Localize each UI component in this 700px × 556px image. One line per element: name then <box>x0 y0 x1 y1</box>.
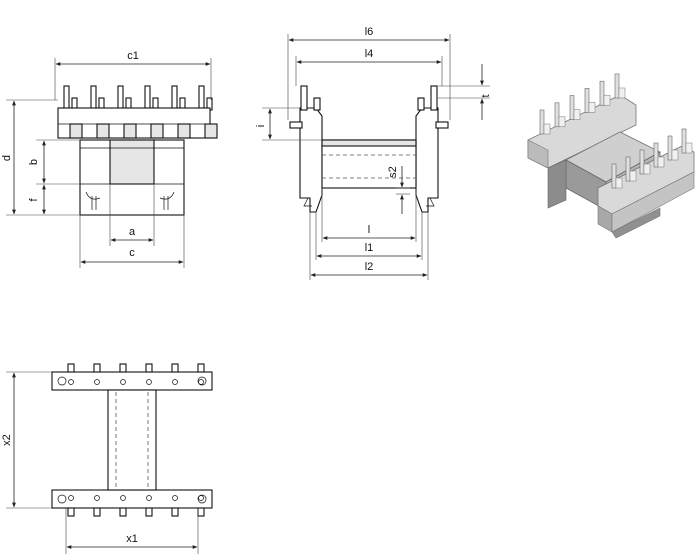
iso-pin-block <box>671 149 679 161</box>
dim-x1: x1 <box>126 533 138 545</box>
side-view: l6 l4 t i s2 l l1 <box>255 26 492 280</box>
front-tooth <box>69 123 83 139</box>
front-tooth <box>177 123 191 139</box>
iso-pin-block <box>643 163 651 175</box>
front-pin <box>63 85 70 111</box>
side-bobbin-tube <box>321 139 417 189</box>
dim-b: b <box>28 159 40 165</box>
iso-pin-block <box>543 123 551 135</box>
front-tooth <box>204 123 218 139</box>
plan-pin-hole-bottom <box>198 495 204 501</box>
plan-pin-hole-top <box>146 379 152 385</box>
iso-pin <box>653 142 659 168</box>
plan-pin-hole-bottom <box>172 495 178 501</box>
dim-d: d <box>1 155 13 161</box>
iso-pin <box>584 88 590 113</box>
plan-pin-hole-bottom <box>94 495 100 501</box>
iso-pin-block <box>618 87 626 99</box>
plan-pin-hole-top <box>120 379 126 385</box>
side-left-flange <box>299 107 323 213</box>
iso-pin-block <box>685 142 693 154</box>
iso-pin <box>611 163 617 189</box>
dim-l1: l1 <box>365 242 374 254</box>
plan-bobbin-tube <box>107 389 157 491</box>
iso-pin-block <box>629 170 637 182</box>
dim-s2: s2 <box>387 166 399 178</box>
iso-pin-block <box>657 156 665 168</box>
plan-pin-top <box>93 363 101 373</box>
plan-pin-hole-top <box>94 379 100 385</box>
dim-a: a <box>129 226 136 238</box>
iso-pin-block <box>615 177 623 189</box>
plan-pin-hole-bottom <box>68 495 74 501</box>
iso-pin <box>569 95 575 120</box>
plan-pin-top <box>145 363 153 373</box>
dim-l2: l2 <box>365 261 374 273</box>
plan-pin-hole-bottom <box>146 495 152 501</box>
iso-pin <box>639 149 645 175</box>
front-tooth <box>96 123 110 139</box>
plan-pin-hole-top <box>68 379 74 385</box>
front-view: c1 d b f a c <box>1 50 218 268</box>
isometric-view <box>527 73 695 239</box>
plan-pin-hole-top <box>172 379 178 385</box>
iso-pin <box>667 135 673 161</box>
plan-pin-top <box>67 363 75 373</box>
iso-pin <box>625 156 631 182</box>
dim-x2: x2 <box>1 434 13 446</box>
dim-c: c <box>129 247 135 259</box>
iso-pin-block <box>588 102 596 113</box>
iso-pin-block <box>558 116 566 128</box>
front-view-pins <box>63 85 213 111</box>
dim-i: i <box>255 125 267 127</box>
iso-pin <box>614 73 620 99</box>
plan-pin-bottom <box>171 507 179 517</box>
plan-pin-top <box>171 363 179 373</box>
dim-l6: l6 <box>365 26 374 38</box>
plan-pin-hole-top <box>198 379 204 385</box>
dim-l: l <box>368 224 370 236</box>
bottom-view: x2 x1 <box>1 363 213 554</box>
dim-c1: c1 <box>127 50 139 62</box>
plan-top-flange <box>51 371 213 391</box>
plan-pin-bottom <box>197 507 205 517</box>
front-core-window <box>109 139 155 185</box>
side-right-flange <box>415 107 439 213</box>
plan-pin-top <box>119 363 127 373</box>
front-pin <box>90 85 97 111</box>
iso-pin-block <box>603 94 611 106</box>
plan-bottom-flange <box>51 489 213 509</box>
plan-pin-hole-bottom <box>120 495 126 501</box>
plan-pin-top <box>197 363 205 373</box>
plan-pin-bottom <box>67 507 75 517</box>
front-pin <box>117 85 124 111</box>
dim-f: f <box>28 198 40 202</box>
front-view-teeth <box>69 123 218 139</box>
iso-pin <box>539 109 545 135</box>
dim-t: t <box>480 94 492 97</box>
plan-pin-bottom <box>119 507 127 517</box>
front-pin <box>171 85 178 111</box>
plan-pin-bottom <box>93 507 101 517</box>
iso-pin <box>554 102 560 128</box>
front-pin <box>198 85 205 111</box>
iso-pin-block <box>573 109 581 120</box>
iso-pin <box>681 128 687 154</box>
plan-pin-bottom <box>145 507 153 517</box>
dim-l4: l4 <box>365 48 374 60</box>
front-pin <box>144 85 151 111</box>
front-tooth <box>150 123 164 139</box>
front-tooth <box>123 123 137 139</box>
iso-pin <box>599 80 605 106</box>
